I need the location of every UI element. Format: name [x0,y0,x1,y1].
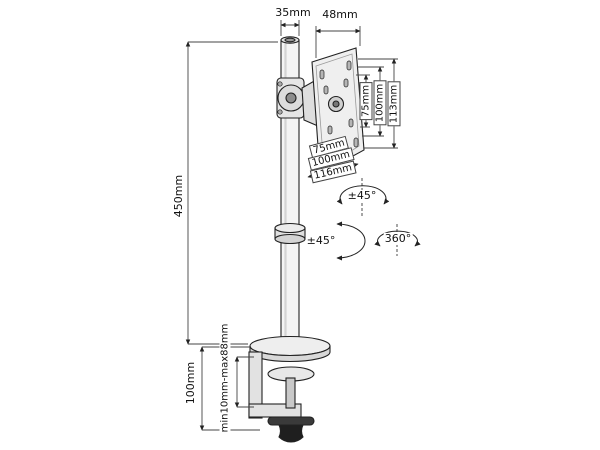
label-swivel-angle: 360° [383,231,413,246]
rotate-arc [336,221,366,261]
clamp-knob [278,424,304,443]
label-clamp-open-range: min10mm-max88mm [219,322,231,434]
label-rotate-angle: ±45° [305,233,337,248]
label-tilt-angle: ±45° [346,188,378,203]
label-pole-height: 450mm [171,173,186,219]
label-vesa-vertical-75: 75mm [359,81,373,121]
label-head-width: 48mm [321,7,359,22]
clamp-back [248,351,263,419]
label-clamp-body-height: 100mm [183,360,198,406]
tilt-arc [336,185,390,205]
clamp-handle-bar [267,416,315,426]
rotation-indicators [336,178,421,261]
label-plate-height: 113mm [387,81,401,127]
label-vesa-vertical-100: 100mm [373,80,387,126]
swivel-arc [374,230,421,247]
clamp-screw [285,377,296,409]
label-pole-diameter: 35mm [274,5,312,20]
